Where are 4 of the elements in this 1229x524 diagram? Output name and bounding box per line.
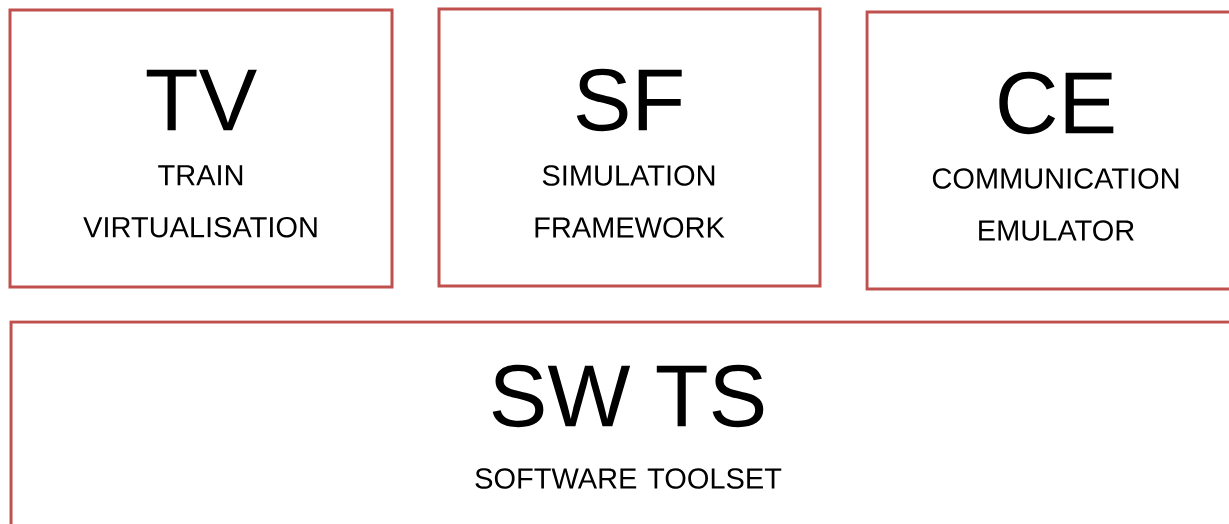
labeled-box: CE COMMUNICATION EMULATOR <box>865 10 1229 291</box>
labeled-box: SW TS SOFTWARE TOOLSET <box>9 320 1229 524</box>
labeled-box: TV TRAIN VIRTUALISATION <box>8 8 394 289</box>
labeled-box: SF SIMULATION FRAMEWORK <box>437 7 822 288</box>
